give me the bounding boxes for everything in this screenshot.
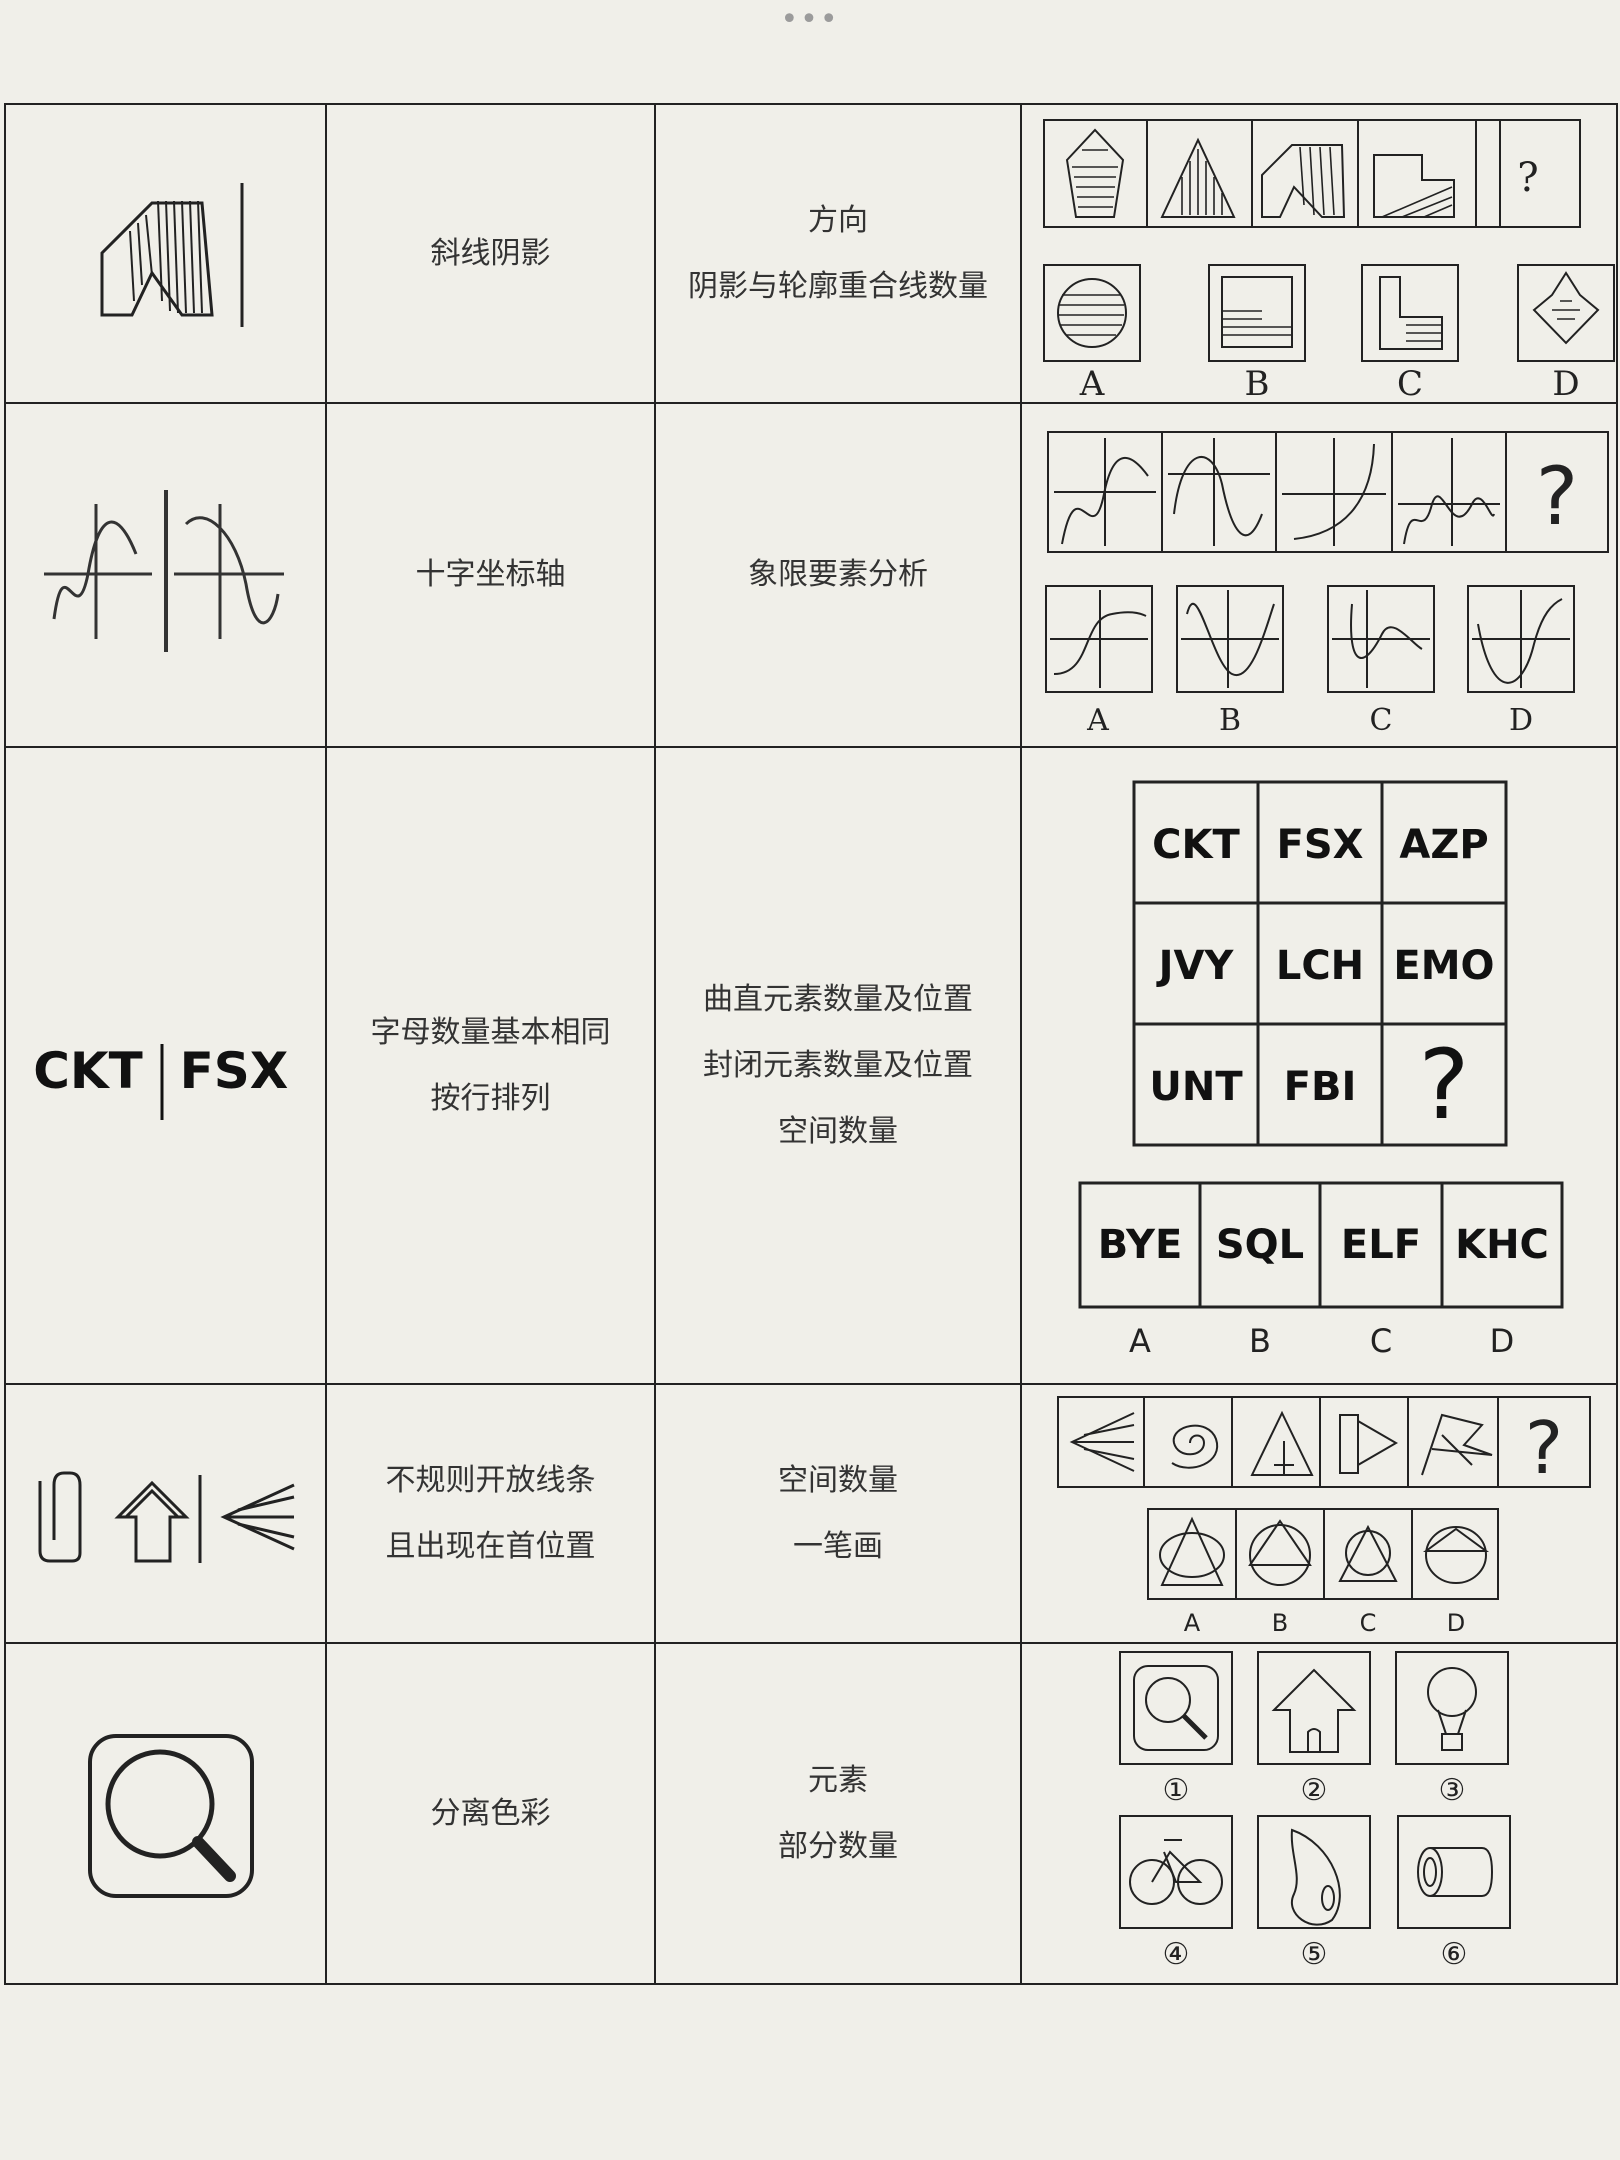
grid-cell: AZP	[1399, 822, 1488, 868]
focus-cell: 方向 阴影与轮廓重合线数量	[654, 103, 1022, 404]
technique-cell: 斜线阴影	[325, 103, 656, 404]
grid-cell: FBI	[1284, 1064, 1357, 1110]
option-label: A	[1184, 1609, 1201, 1637]
grid-cell: FSX	[1277, 822, 1364, 868]
axis-curves-thumbnail	[44, 490, 284, 652]
hatched-arrow-thumbnail	[100, 183, 244, 327]
option-label: C	[1370, 1322, 1392, 1360]
option-label: ⑤	[1301, 1937, 1328, 1972]
option-label: D	[1490, 1322, 1515, 1360]
option-label: D	[1509, 703, 1533, 738]
option-label: C	[1370, 703, 1393, 738]
focus-cell: 空间数量 一笔画	[654, 1383, 1022, 1644]
magnifier-thumbnail	[88, 1734, 254, 1898]
option-label: C	[1397, 364, 1423, 402]
open-lines-thumbnail	[38, 1471, 295, 1563]
letter-grid-example: CKT FSX AZP JVY LCH EMO UNT FBI BYE SQL …	[1078, 780, 1564, 1360]
example-cell: ? A B C D	[1020, 1383, 1618, 1644]
example-cell: ① ② ③ ④ ⑤ ⑥	[1020, 1642, 1618, 1985]
thumbnail-cell	[4, 402, 327, 748]
option-word: ELF	[1341, 1222, 1421, 1268]
pattern-table: 斜线阴影 方向 阴影与轮廓重合线数量	[4, 103, 1618, 1985]
grid-cell: UNT	[1149, 1064, 1243, 1110]
option-word: BYE	[1098, 1222, 1183, 1268]
option-word: KHC	[1455, 1222, 1549, 1268]
grid-cell: EMO	[1393, 943, 1494, 989]
table-row: 分离色彩 元素 部分数量	[4, 1642, 1618, 1985]
option-label: ①	[1163, 1773, 1190, 1808]
option-label: B	[1272, 1609, 1288, 1637]
hatched-shapes-example: ?	[1043, 119, 1615, 402]
option-label: ③	[1439, 1773, 1466, 1808]
technique-cell: 十字坐标轴	[325, 402, 656, 748]
thumbnail-letters: FSX	[180, 1042, 289, 1100]
technique-cell: 字母数量基本相同 按行排列	[325, 746, 656, 1385]
focus-cell: 象限要素分析	[654, 402, 1022, 748]
option-label: B	[1245, 364, 1270, 402]
technique-cell: 不规则开放线条 且出现在首位置	[325, 1383, 656, 1644]
question-mark: ?	[1525, 1406, 1563, 1490]
more-options-icon[interactable]: •••	[780, 2, 840, 37]
grid-cell: CKT	[1152, 822, 1240, 868]
table-row: 十字坐标轴 象限要素分析	[4, 402, 1618, 748]
grid-cell: JVY	[1156, 943, 1235, 989]
letters-thumbnail: CKT FSX	[33, 1042, 289, 1120]
axis-curves-example: ? A B C D	[1045, 431, 1609, 738]
option-label: ⑥	[1441, 1937, 1468, 1972]
icons-example: ① ② ③ ④ ⑤ ⑥	[1119, 1651, 1511, 1972]
option-label: A	[1129, 1322, 1151, 1360]
example-cell: ?	[1020, 103, 1618, 404]
option-label: D	[1447, 1609, 1465, 1637]
option-label: C	[1360, 1609, 1377, 1637]
option-label: B	[1249, 1322, 1271, 1360]
question-mark: ?	[1536, 450, 1578, 543]
grid-cell: LCH	[1276, 943, 1364, 989]
option-label: ④	[1163, 1937, 1190, 1972]
example-cell: CKT FSX AZP JVY LCH EMO UNT FBI BYE SQL …	[1020, 746, 1618, 1385]
focus-cell: 曲直元素数量及位置 封闭元素数量及位置 空间数量	[654, 746, 1022, 1385]
table-row: 斜线阴影 方向 阴影与轮廓重合线数量	[4, 103, 1618, 404]
thumbnail-cell: CKT FSX	[4, 746, 327, 1385]
thumbnail-cell	[4, 1383, 327, 1644]
option-word: SQL	[1216, 1222, 1304, 1268]
option-label: ②	[1301, 1773, 1328, 1808]
thumbnail-cell	[4, 103, 327, 404]
focus-cell: 元素 部分数量	[654, 1642, 1022, 1985]
technique-cell: 分离色彩	[325, 1642, 656, 1985]
thumbnail-cell	[4, 1642, 327, 1985]
table-row: CKT FSX 字母数量基本相同 按行排列 曲直元素数量及位置 封闭元素数量及位…	[4, 746, 1618, 1385]
option-label: A	[1086, 703, 1109, 738]
thumbnail-letters: CKT	[33, 1042, 143, 1100]
option-label: A	[1079, 364, 1105, 402]
option-label: D	[1552, 364, 1579, 402]
example-cell: ? A B C D	[1020, 402, 1618, 748]
open-lines-example: ? A B C D	[1057, 1396, 1591, 1637]
question-mark: ?	[1517, 155, 1538, 201]
option-label: B	[1219, 703, 1241, 738]
question-mark: ?	[1419, 1029, 1470, 1141]
table-row: 不规则开放线条 且出现在首位置 空间数量 一笔画	[4, 1383, 1618, 1644]
